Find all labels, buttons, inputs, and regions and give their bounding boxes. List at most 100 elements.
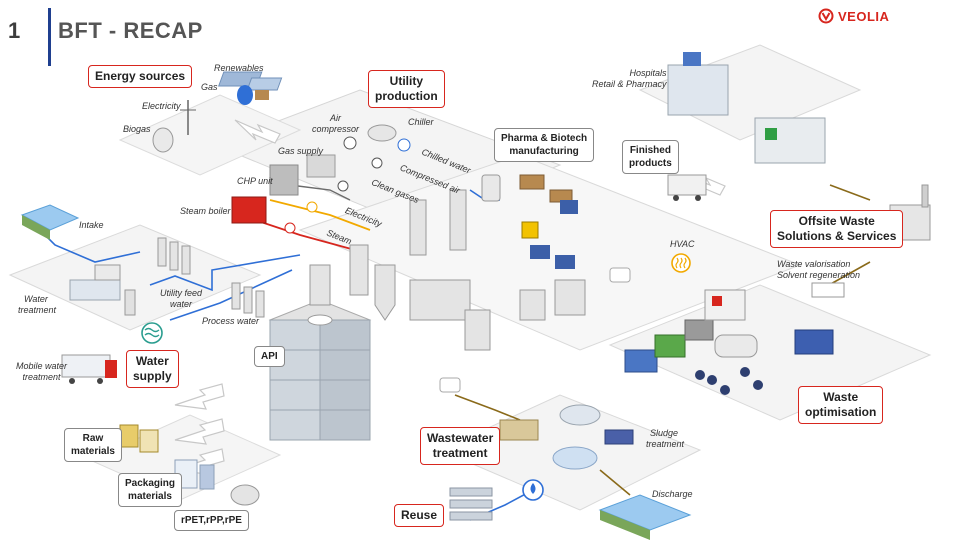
wastewater-treatment-box: Wastewater treatment bbox=[420, 427, 501, 465]
water-treatment-label-1: Water bbox=[24, 294, 48, 304]
chiller-label: Chiller bbox=[408, 117, 434, 127]
waste-valorisation-label: Waste valorisation Solvent regeneration bbox=[777, 259, 860, 281]
waste-valorisation-label-2: Solvent regeneration bbox=[777, 270, 861, 280]
packaging-label-2: materials bbox=[128, 491, 172, 502]
connector-node bbox=[439, 377, 461, 393]
finished-products-box: Finished products bbox=[622, 140, 679, 174]
api-building bbox=[268, 299, 372, 441]
water-treatment-label: Water treatment bbox=[18, 294, 56, 316]
sludge-label: Sludge treatment bbox=[646, 428, 684, 450]
connector-node bbox=[609, 267, 631, 283]
water-waves-icon bbox=[141, 322, 163, 344]
sludge-label-1: Sludge bbox=[650, 428, 679, 438]
api-label: API bbox=[261, 351, 278, 362]
water-source bbox=[20, 204, 80, 240]
reuse-membranes bbox=[449, 487, 493, 521]
brand-name: VEOLIA bbox=[838, 8, 890, 24]
flow-arrow bbox=[174, 418, 225, 445]
mobile-water-label-1: Mobile water bbox=[16, 361, 68, 371]
electricity-line bbox=[269, 199, 371, 231]
water-pipe bbox=[149, 254, 301, 292]
air-compressor-label: Air compressor bbox=[312, 113, 359, 135]
utility-feed-tanks bbox=[157, 237, 265, 318]
hospitals-label-2: Retail & Pharmacy bbox=[592, 79, 667, 89]
gas-label: Gas bbox=[201, 82, 218, 92]
finished-label-1: Finished bbox=[629, 145, 671, 156]
energy-sources-illustration bbox=[152, 71, 283, 153]
utility-feed-label-2: water bbox=[170, 299, 193, 309]
intake-label: Intake bbox=[79, 220, 104, 230]
air-compressor-label-1: Air bbox=[330, 113, 341, 123]
reuse-box: Reuse bbox=[394, 504, 445, 527]
hospital-platform bbox=[638, 44, 862, 141]
hvac-label: HVAC bbox=[670, 239, 695, 249]
waste-valorisation-label-1: Waste valorisation bbox=[777, 259, 851, 269]
biogas-label: Biogas bbox=[123, 124, 151, 134]
discharge-river bbox=[598, 494, 692, 540]
sludge-label-2: treatment bbox=[646, 439, 685, 449]
water-supply-box: Water supply bbox=[126, 350, 179, 388]
hospital-buildings bbox=[667, 52, 826, 164]
waste-optimisation-label-2: optimisation bbox=[805, 405, 877, 419]
offsite-waste-label-1: Offsite Waste bbox=[798, 214, 875, 228]
utility-feed-label: Utility feed water bbox=[160, 288, 202, 310]
renewables-label: Renewables bbox=[214, 63, 264, 73]
pharma-label-1: Pharma & Biotech bbox=[501, 133, 588, 144]
energy-sources-box: Energy sources bbox=[88, 65, 193, 88]
recycled-plastics-box: rPET,rPP,rPE bbox=[174, 510, 249, 531]
water-drop-icon bbox=[522, 479, 544, 501]
water-supply-label-2: supply bbox=[133, 369, 172, 383]
water-pipe bbox=[169, 269, 293, 321]
mobile-water-label-2: treatment bbox=[22, 372, 61, 382]
offsite-waste-label-2: Solutions & Services bbox=[777, 229, 897, 243]
warehouse-pallets bbox=[519, 174, 573, 203]
heat-waves-icon bbox=[671, 253, 691, 273]
packaging-materials-box: Packaging materials bbox=[118, 473, 183, 507]
raw-label-1: Raw bbox=[82, 433, 104, 444]
recycled-plastics-label: rPET,rPP,rPE bbox=[181, 515, 242, 526]
packaging-label-1: Packaging bbox=[125, 478, 176, 489]
water-supply-label-1: Water bbox=[135, 354, 169, 368]
waste-line bbox=[829, 184, 871, 201]
brand-logo: VEOLIA bbox=[818, 6, 898, 26]
vials bbox=[530, 200, 578, 269]
delivery-truck bbox=[667, 174, 707, 201]
air-compressor-label-2: compressor bbox=[312, 124, 360, 134]
mobile-water-truck bbox=[61, 354, 117, 384]
gas-line bbox=[289, 184, 351, 201]
utility-production-label-1: Utility bbox=[389, 74, 423, 88]
raw-label-2: materials bbox=[71, 446, 115, 457]
waste-line bbox=[454, 394, 521, 421]
finished-label-2: products bbox=[629, 158, 672, 169]
wastewater-label-2: treatment bbox=[432, 446, 488, 460]
utility-feed-label-1: Utility feed bbox=[160, 288, 203, 298]
flow-arrow bbox=[174, 383, 225, 410]
wastewater-label-1: Wastewater bbox=[427, 431, 494, 445]
api-box: API bbox=[254, 346, 285, 367]
gas-supply-label: Gas supply bbox=[278, 146, 324, 156]
waste-line bbox=[599, 469, 631, 496]
waste-containers bbox=[624, 282, 845, 395]
utility-production-box: Utility production bbox=[368, 70, 445, 108]
hospitals-label-1: Hospitals bbox=[629, 68, 667, 78]
hospitals-label: Hospitals Retail & Pharmacy bbox=[592, 68, 667, 90]
mobile-water-label: Mobile water treatment bbox=[16, 361, 67, 383]
veolia-logo-icon bbox=[818, 8, 834, 24]
steam-line bbox=[254, 219, 356, 251]
utility-equipment bbox=[231, 124, 501, 234]
forklift bbox=[521, 221, 539, 239]
flow-arrow bbox=[234, 119, 281, 144]
utility-production-label-2: production bbox=[375, 89, 438, 103]
pharma-box: Pharma & Biotech manufacturing bbox=[494, 128, 595, 162]
title-divider bbox=[48, 8, 51, 66]
energy-sources-label: Energy sources bbox=[95, 69, 186, 83]
raw-materials-box: Raw materials bbox=[64, 428, 122, 462]
water-treatment-plant bbox=[69, 264, 136, 316]
slide-number: 1 bbox=[8, 18, 21, 43]
water-supply-platform bbox=[8, 224, 262, 331]
electricity-source-label: Electricity bbox=[142, 101, 181, 111]
water-treatment-label-2: treatment bbox=[18, 305, 57, 315]
offsite-waste-box: Offsite Waste Solutions & Services bbox=[770, 210, 904, 248]
chp-unit-label: CHP unit bbox=[237, 176, 273, 186]
